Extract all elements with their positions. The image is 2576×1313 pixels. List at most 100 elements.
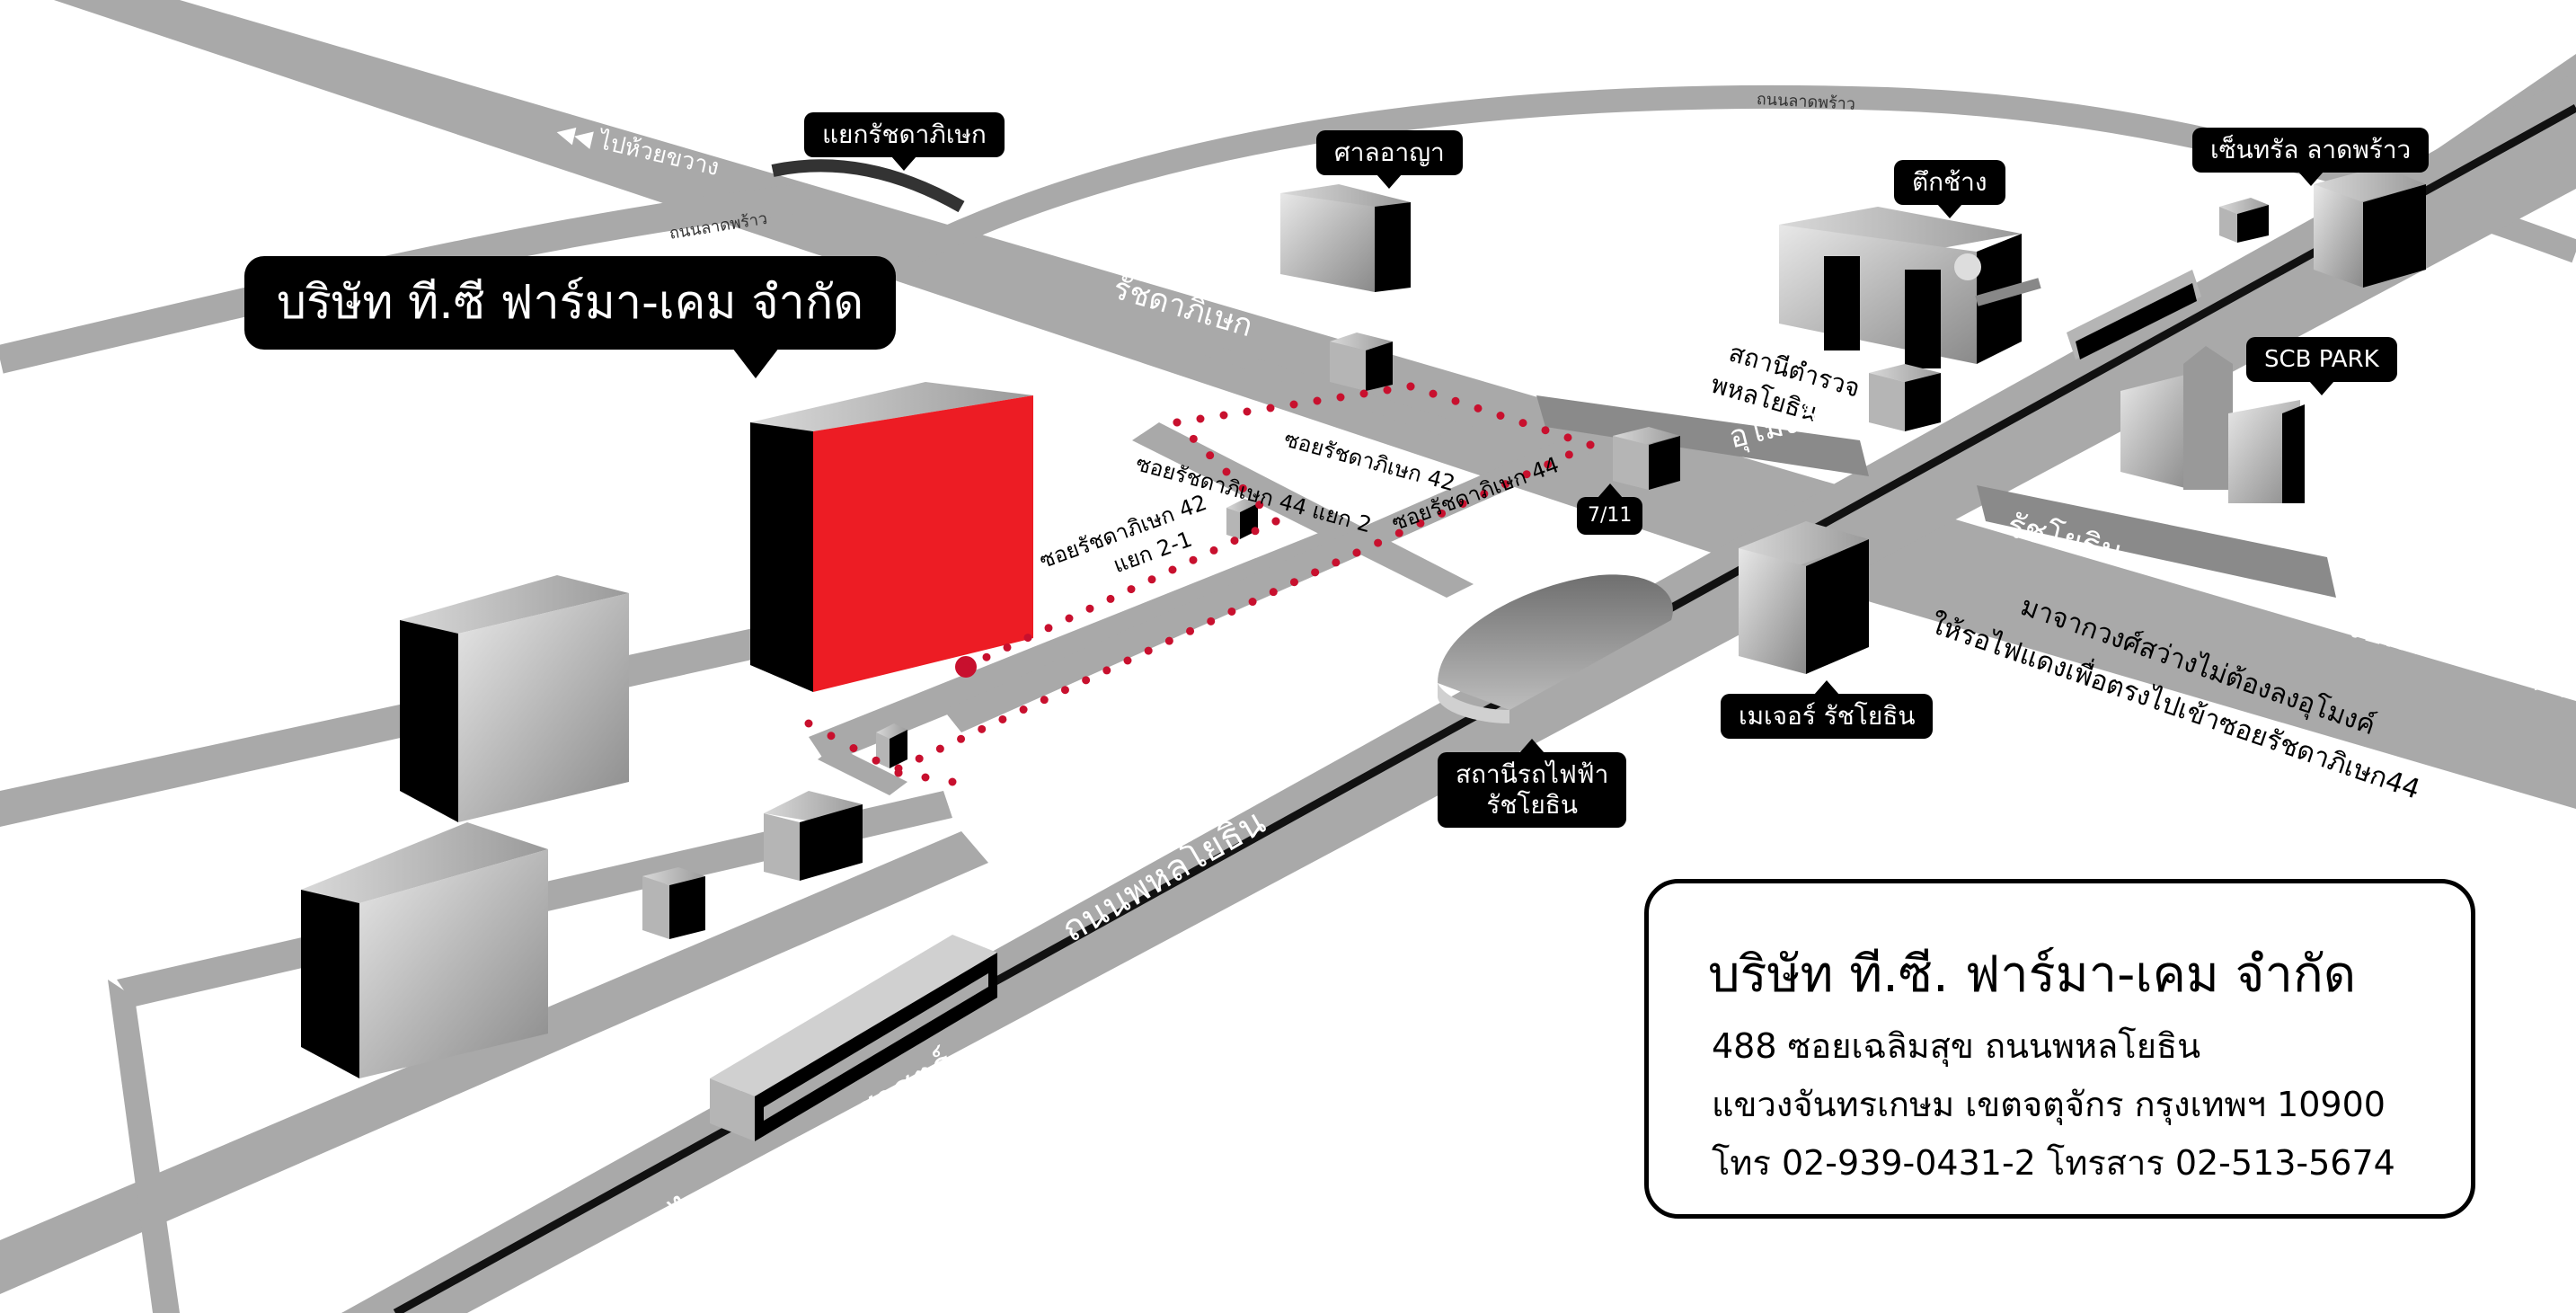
small-building-f [2219, 198, 2269, 243]
scb-park-callout: SCB PARK [2246, 337, 2397, 395]
central-ladprao-label: เซ็นทรัล ลาดพร้าว [2210, 135, 2412, 164]
route-dot [1127, 585, 1136, 594]
ratchada-overpass [771, 159, 965, 213]
elephant-building-callout: ตึกช้าง [1894, 160, 2005, 218]
route-dot [1429, 389, 1438, 398]
callout-pointer [1519, 739, 1545, 753]
small-building-b [764, 791, 863, 881]
callout-pointer [732, 348, 780, 378]
route-dot [1311, 568, 1320, 577]
callout-pointer [1377, 174, 1403, 189]
left-road-3 [108, 980, 180, 1313]
small-building-a [642, 867, 705, 939]
left-road-2 [0, 831, 988, 1294]
small-building-e [1330, 333, 1393, 391]
route-dot [1374, 538, 1383, 547]
ratchada-intersection-callout: แยกรัชดาภิเษก [804, 112, 1005, 171]
route-dot [1451, 396, 1460, 405]
route-dot [1044, 624, 1053, 633]
route-dot [1269, 588, 1278, 597]
tunnel-lane [1536, 395, 1869, 476]
central-ladprao-callout: เซ็นทรัล ลาดพร้าว [2192, 128, 2430, 186]
route-dot [1106, 594, 1115, 603]
route-dot [1500, 480, 1509, 489]
bts-station-structure [1438, 574, 1673, 723]
route-dot [1082, 676, 1091, 685]
route-dot [1313, 396, 1322, 405]
address-company-name: บริษัท ที.ซี. ฟาร์มา-เคม จำกัด [1708, 945, 2357, 1004]
route-dot [1406, 382, 1415, 391]
route-dot [1544, 460, 1553, 469]
buildings [301, 166, 2426, 1141]
route-dot [1023, 634, 1032, 643]
route-dot [1271, 517, 1280, 526]
callout-pointer [1936, 204, 1962, 218]
route-dot [1586, 440, 1595, 449]
route-dot [1164, 636, 1173, 645]
route-dot [1359, 389, 1368, 398]
route-dot [894, 768, 903, 777]
route-dot [1206, 451, 1215, 460]
soi-42-road [1204, 346, 1474, 440]
route-dot [1102, 666, 1111, 675]
route-dot [1541, 426, 1550, 435]
route-dot [1438, 509, 1447, 518]
callout-pointer [891, 156, 917, 171]
route-dot [1060, 686, 1069, 695]
bts-station-label-1: สถานีรถไฟฟ้า [1456, 759, 1609, 789]
route-dot [1123, 656, 1132, 665]
callout-pointer [2297, 172, 2324, 186]
route-dot [1352, 548, 1361, 557]
seven-eleven-building [1613, 427, 1680, 490]
route-dot [1230, 537, 1239, 546]
soi-stub [818, 746, 907, 795]
route-dot [1564, 450, 1573, 459]
route-dot [1255, 501, 1264, 510]
route-dot [957, 734, 966, 743]
small-building-c [876, 723, 907, 768]
route-dot [1383, 386, 1392, 395]
route-dot [1496, 412, 1505, 420]
criminal-court-label: ศาลอาญา [1334, 138, 1445, 167]
route-dot [1266, 404, 1275, 413]
route-dot [804, 719, 813, 728]
elephant-building-label: ตึกช้าง [1912, 167, 1987, 197]
route-dot [1474, 404, 1483, 413]
route-dot [1186, 626, 1195, 635]
address-line-3: โทร 02-939-0431-2 โทรสาร 02-513-5674 [1712, 1143, 2395, 1183]
criminal-court-building [1280, 184, 1411, 292]
route-dot [1173, 418, 1182, 427]
route-dot [1207, 617, 1216, 625]
soi-branch-road [809, 521, 1366, 764]
train-top [2067, 270, 2201, 359]
left-building-1 [400, 575, 629, 822]
route-dot [1003, 643, 1012, 652]
route-dot [1238, 484, 1247, 492]
route-dot [1209, 546, 1218, 554]
scb-park-building [2120, 346, 2305, 503]
seven-eleven-callout: 7/11 [1577, 484, 1643, 535]
callout-pointer [2308, 381, 2334, 395]
route-dot [1289, 400, 1298, 409]
route-dot [1144, 646, 1153, 655]
route-dot [1019, 705, 1028, 714]
route-dot [1189, 555, 1198, 564]
route-dot [1416, 519, 1425, 528]
elephant-building [1779, 207, 2041, 368]
left-building-2 [301, 822, 548, 1078]
route-dot [827, 732, 836, 741]
address-line-2: แขวงจันทรเกษม เขตจตุจักร กรุงเทพฯ 10900 [1712, 1085, 2386, 1124]
route-dot [1196, 414, 1205, 423]
route-dot [961, 662, 970, 671]
route-dot [1394, 528, 1403, 537]
company-building [750, 382, 1033, 692]
route-dot [1251, 527, 1260, 536]
route-dot [1522, 470, 1531, 479]
route-dot [1480, 490, 1489, 499]
police-station-building [1869, 364, 1941, 431]
route-dot [872, 756, 881, 765]
route-dot [1227, 607, 1236, 616]
route-dot [1219, 411, 1228, 420]
